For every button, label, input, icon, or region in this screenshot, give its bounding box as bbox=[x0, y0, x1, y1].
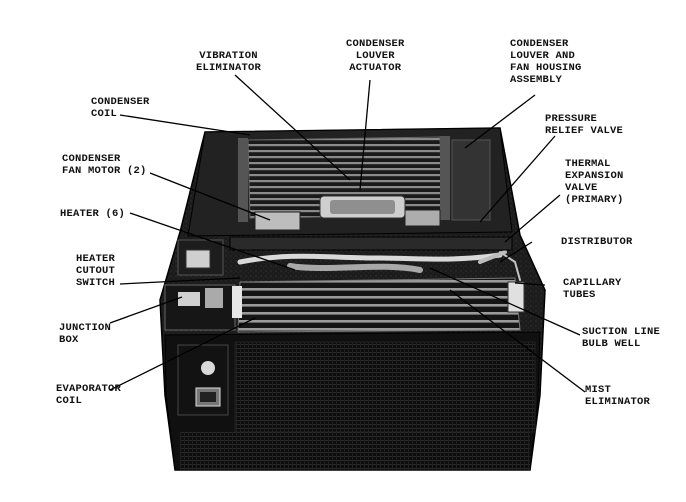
leader-suction-line-bulb-well bbox=[429, 267, 581, 336]
leader-vibration-eliminator bbox=[234, 74, 351, 181]
leader-junction-box bbox=[109, 296, 183, 324]
leader-heater bbox=[129, 212, 296, 271]
leader-condenser-fan-motor bbox=[149, 172, 271, 221]
leader-thermal-expansion-valve bbox=[504, 194, 561, 243]
leader-mist-eliminator bbox=[449, 289, 586, 393]
label-condenser-fan-motor: CONDENSER FAN MOTOR (2) bbox=[62, 153, 147, 177]
leader-pressure-relief-valve bbox=[479, 135, 556, 223]
label-suction-line-bulb-well: SUCTION LINE BULB WELL bbox=[582, 326, 661, 350]
label-thermal-expansion-valve: THERMAL EXPANSION VALVE (PRIMARY) bbox=[565, 158, 624, 206]
evaporator-coil-graphic bbox=[232, 277, 525, 333]
leader-condenser-coil bbox=[119, 114, 251, 136]
leader-condenser-louver-actuator bbox=[359, 79, 371, 191]
label-distributor: DISTRIBUTOR bbox=[561, 236, 633, 248]
label-heater: HEATER (6) bbox=[60, 208, 126, 220]
label-pressure-relief-valve: PRESSURE RELIEF VALVE bbox=[545, 113, 624, 137]
label-capillary-tubes: CAPILLARY TUBES bbox=[563, 277, 622, 301]
leader-evaporator-coil bbox=[109, 317, 256, 391]
label-mist-eliminator: MIST ELIMINATOR bbox=[585, 384, 651, 408]
label-junction-box: JUNCTION BOX bbox=[59, 322, 112, 346]
label-condenser-louver-actuator: CONDENSER LOUVER ACTUATOR bbox=[346, 38, 405, 74]
label-evaporator-coil: EVAPORATOR COIL bbox=[56, 383, 122, 407]
label-condenser-louver-fan-housing: CONDENSER LOUVER AND FAN HOUSING ASSEMBL… bbox=[510, 38, 582, 86]
condenser-coil-graphic bbox=[238, 136, 491, 222]
leader-distributor bbox=[499, 241, 533, 263]
leader-lines bbox=[109, 74, 586, 393]
label-condenser-coil: CONDENSER COIL bbox=[91, 96, 150, 120]
leader-condenser-louver-fan-housing bbox=[464, 94, 536, 149]
condenser-fan-motor-graphic bbox=[254, 209, 441, 231]
label-vibration-eliminator: VIBRATION ELIMINATOR bbox=[196, 50, 262, 74]
front-grille-graphic bbox=[164, 331, 541, 471]
leader-heater-cutout-switch bbox=[119, 277, 241, 285]
piping-graphic bbox=[237, 250, 521, 281]
leader-capillary-tubes bbox=[514, 282, 546, 286]
control-boxes-graphic bbox=[164, 239, 236, 331]
label-heater-cutout-switch: HEATER CUTOUT SWITCH bbox=[76, 253, 116, 289]
